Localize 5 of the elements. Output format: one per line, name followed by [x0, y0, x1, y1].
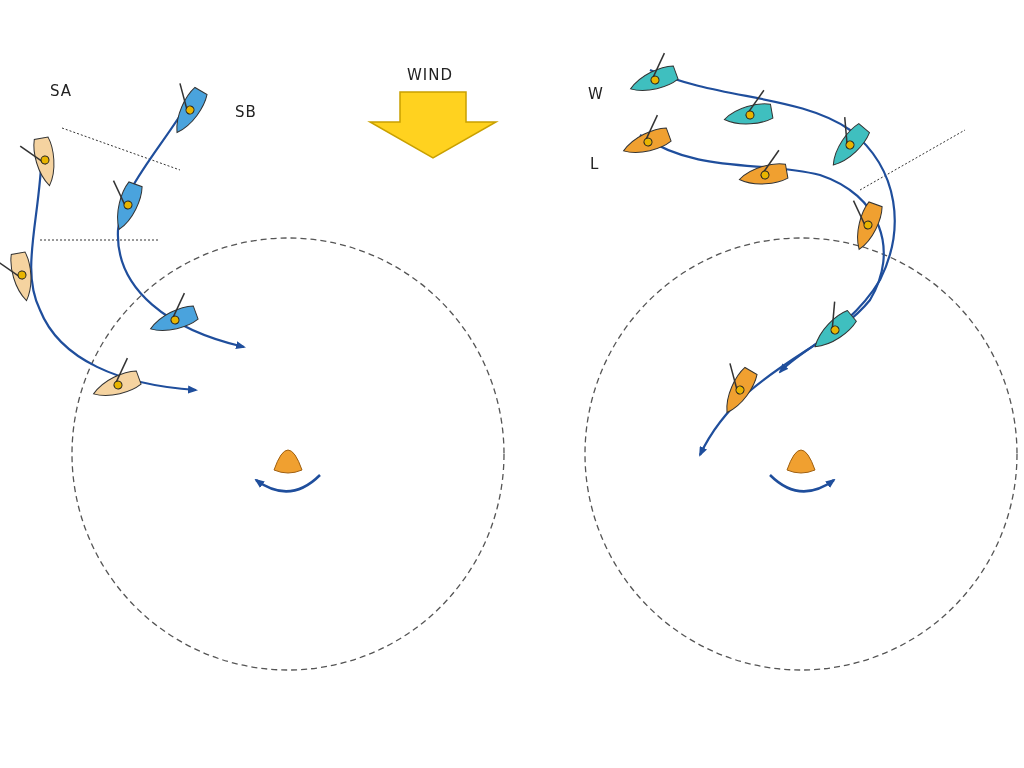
- boat-label: SA: [50, 82, 73, 100]
- wind-label: WIND: [407, 66, 454, 84]
- boat-label: L: [590, 155, 600, 173]
- boat-label: SB: [235, 103, 257, 121]
- boat-label: W: [588, 85, 604, 103]
